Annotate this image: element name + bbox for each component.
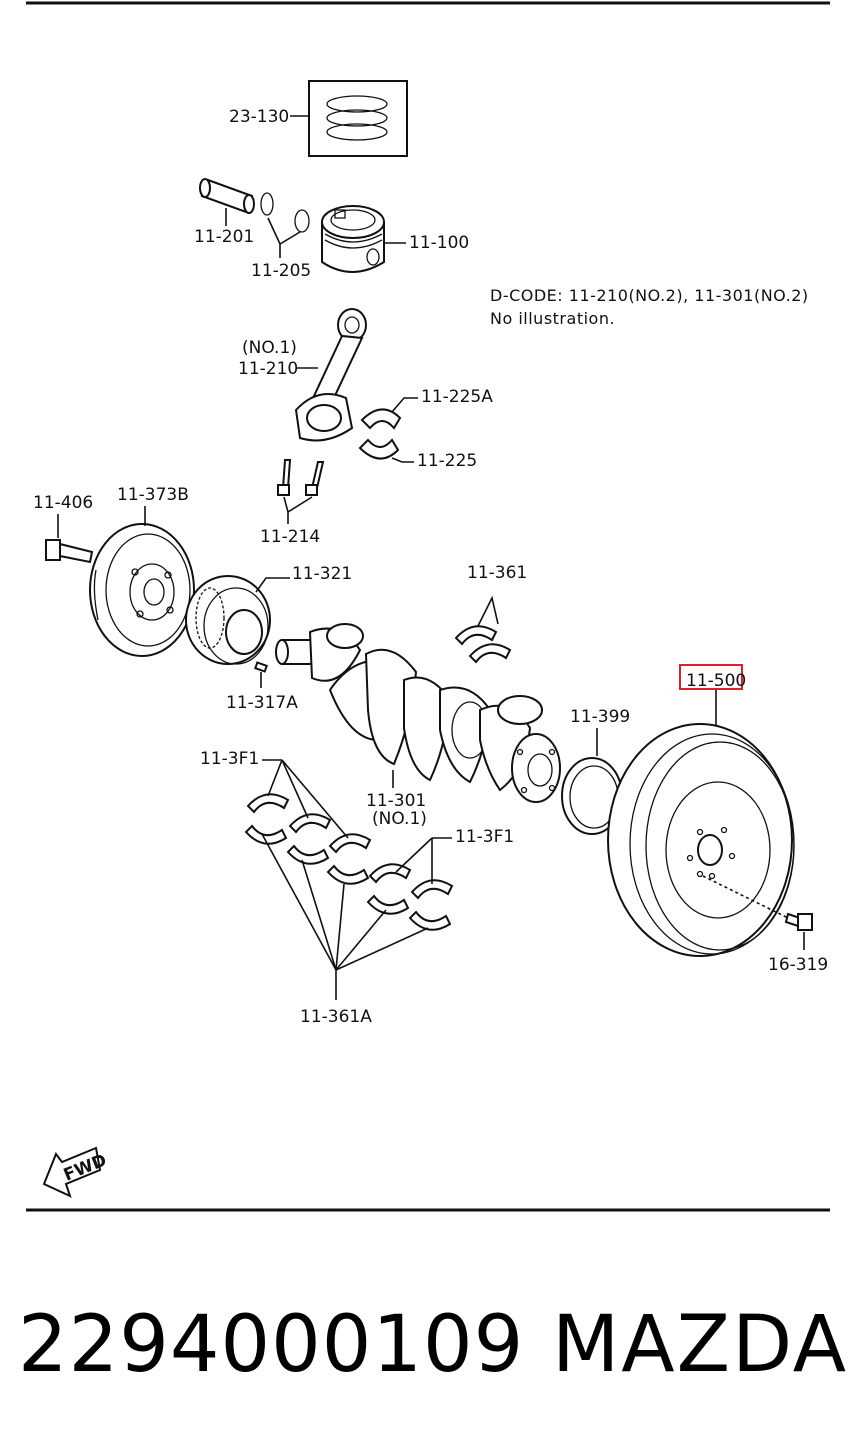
label-16-319: 16-319 (768, 955, 828, 975)
part-crankshaft-pulley[interactable] (89, 523, 195, 657)
part-thrust-bearings[interactable] (454, 625, 512, 664)
label-11-225: 11-225 (417, 451, 477, 471)
label-11-201: 11-201 (194, 227, 254, 247)
part-piston-pin[interactable] (199, 178, 255, 214)
label-11-301: 11-301 (366, 791, 426, 811)
part-rod-bolts[interactable] (277, 459, 325, 496)
label-11-361A: 11-361A (300, 1007, 372, 1027)
part-piston-rings[interactable] (308, 80, 408, 157)
part-connecting-rod[interactable] (294, 308, 367, 442)
label-23-130: 23-130 (229, 107, 289, 127)
label-11-361: 11-361 (467, 563, 527, 583)
part-rod-bearing-upper[interactable] (360, 408, 402, 430)
part-woodruff-key[interactable] (253, 661, 269, 673)
label-11-317A: 11-317A (226, 693, 298, 713)
label-no1-crank: (NO.1) (372, 809, 427, 829)
label-11-100: 11-100 (409, 233, 469, 253)
label-11-406: 11-406 (33, 493, 93, 513)
part-timing-sprocket[interactable] (185, 575, 271, 665)
label-11-205: 11-205 (251, 261, 311, 281)
part-snap-rings[interactable] (260, 192, 310, 233)
label-11-214: 11-214 (260, 527, 320, 547)
brand-name: MAZDA (552, 1300, 849, 1390)
part-flywheel-bolt[interactable] (784, 912, 813, 931)
label-11-3F1-left: 11-3F1 (200, 749, 259, 769)
part-rod-bearing-lower[interactable] (358, 438, 400, 460)
part-piston[interactable] (321, 205, 385, 273)
label-11-321: 11-321 (292, 564, 352, 584)
part-main-bearings-lower[interactable] (366, 863, 454, 931)
part-number: 2294000109 (18, 1300, 525, 1390)
fwd-arrow-icon: FWD (42, 1146, 110, 1198)
label-11-3F1-right: 11-3F1 (455, 827, 514, 847)
note-no-illustration: No illustration. (490, 309, 615, 328)
part-main-bearings-upper[interactable] (244, 793, 372, 885)
label-11-225A: 11-225A (421, 387, 493, 407)
part-crankshaft[interactable] (275, 623, 561, 803)
note-d-code: D-CODE: 11-210(NO.2), 11-301(NO.2) (490, 286, 809, 305)
label-11-210: 11-210 (238, 359, 298, 379)
label-11-500[interactable]: 11-500 (686, 671, 746, 691)
label-11-399: 11-399 (570, 707, 630, 727)
label-11-373B: 11-373B (117, 485, 189, 505)
label-no1-rod: (NO.1) (242, 338, 297, 358)
highlight-box-11-500 (679, 664, 743, 690)
part-pulley-bolt[interactable] (45, 539, 94, 564)
part-flywheel[interactable] (607, 723, 795, 957)
